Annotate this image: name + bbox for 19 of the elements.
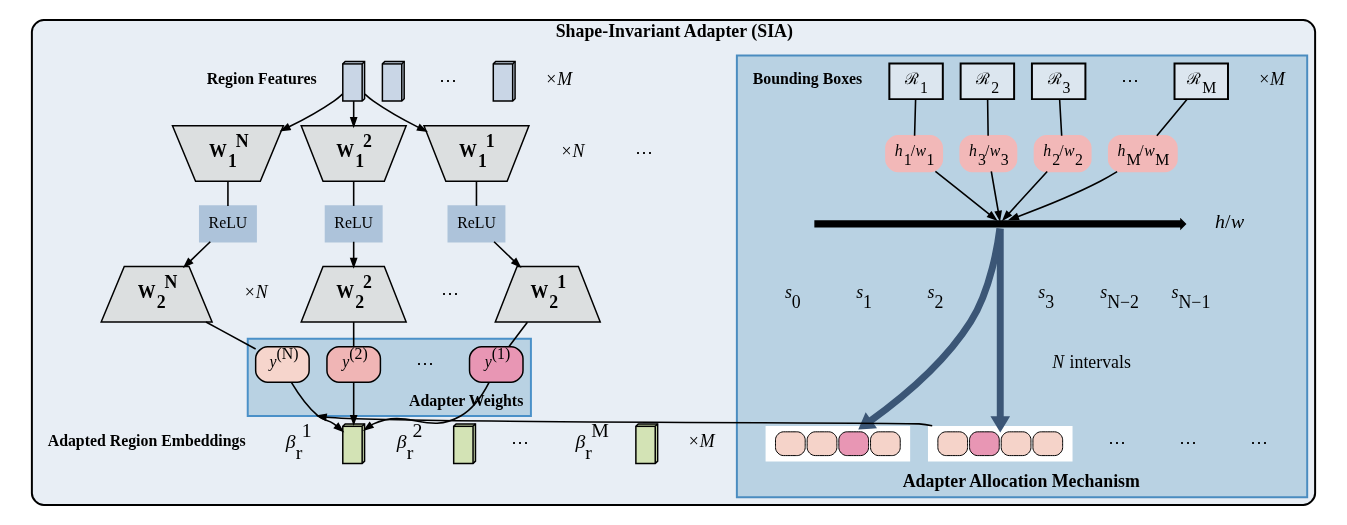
label: ×M — [688, 431, 715, 452]
label: ⋯ — [1120, 69, 1139, 90]
label: ×M — [1259, 68, 1285, 89]
label: ⋯ — [1107, 432, 1126, 453]
label: ⋯ — [1250, 432, 1269, 453]
label: Adapted Region Embeddings — [47, 432, 246, 450]
label: ×M — [546, 68, 572, 89]
label: ⋯ — [635, 141, 654, 162]
label: Region Features — [206, 70, 317, 88]
label: ⋯ — [1178, 432, 1197, 453]
label: ⋯ — [415, 352, 434, 373]
label: ×N — [561, 140, 585, 161]
label: ⋯ — [510, 432, 529, 453]
label: N intervals — [1052, 351, 1131, 372]
node-label: h/w — [1215, 209, 1245, 232]
label: Bounding Boxes — [752, 70, 863, 88]
label: ×N — [244, 281, 268, 302]
label: ⋯ — [439, 69, 458, 90]
label: ⋯ — [441, 282, 460, 303]
